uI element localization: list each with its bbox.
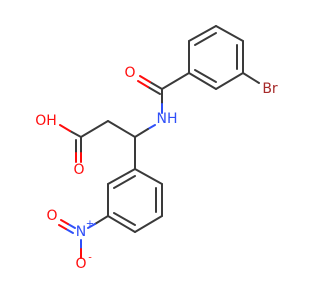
bond-ring-nitro	[87, 215, 109, 229]
nitro-plus-charge: +	[86, 219, 94, 230]
bond-ch2-cooh	[80, 120, 109, 138]
nitro-minus-charge: -	[88, 253, 92, 264]
nitro-double-bond	[58, 219, 76, 234]
amide-nh-label: NH	[157, 111, 178, 127]
bond-c-br	[242, 72, 260, 84]
bond-ch-ch2	[107, 120, 136, 138]
bond-c-oh	[59, 124, 82, 138]
nitro-oxygen-bottom-label: O	[75, 256, 86, 272]
structure-diagram: O NH Br OH O N + O O -	[35, 25, 278, 272]
bromine-label: Br	[262, 81, 278, 97]
nitro-nitrogen-label: N	[76, 224, 86, 240]
bromophenyl-ring	[188, 25, 244, 90]
hydroxyl-label: OH	[35, 113, 57, 129]
nitro-oxygen-top-label: O	[46, 208, 57, 224]
nitrophenyl-ring	[107, 168, 163, 233]
bond-nh-ch	[134, 124, 156, 138]
acid-double-bond	[75, 136, 82, 163]
acid-oxygen-label: O	[73, 162, 84, 178]
carbonyl-double-bond	[137, 75, 163, 95]
bond-ring-carbonyl	[161, 72, 190, 90]
carbonyl-oxygen-label: O	[124, 65, 135, 81]
